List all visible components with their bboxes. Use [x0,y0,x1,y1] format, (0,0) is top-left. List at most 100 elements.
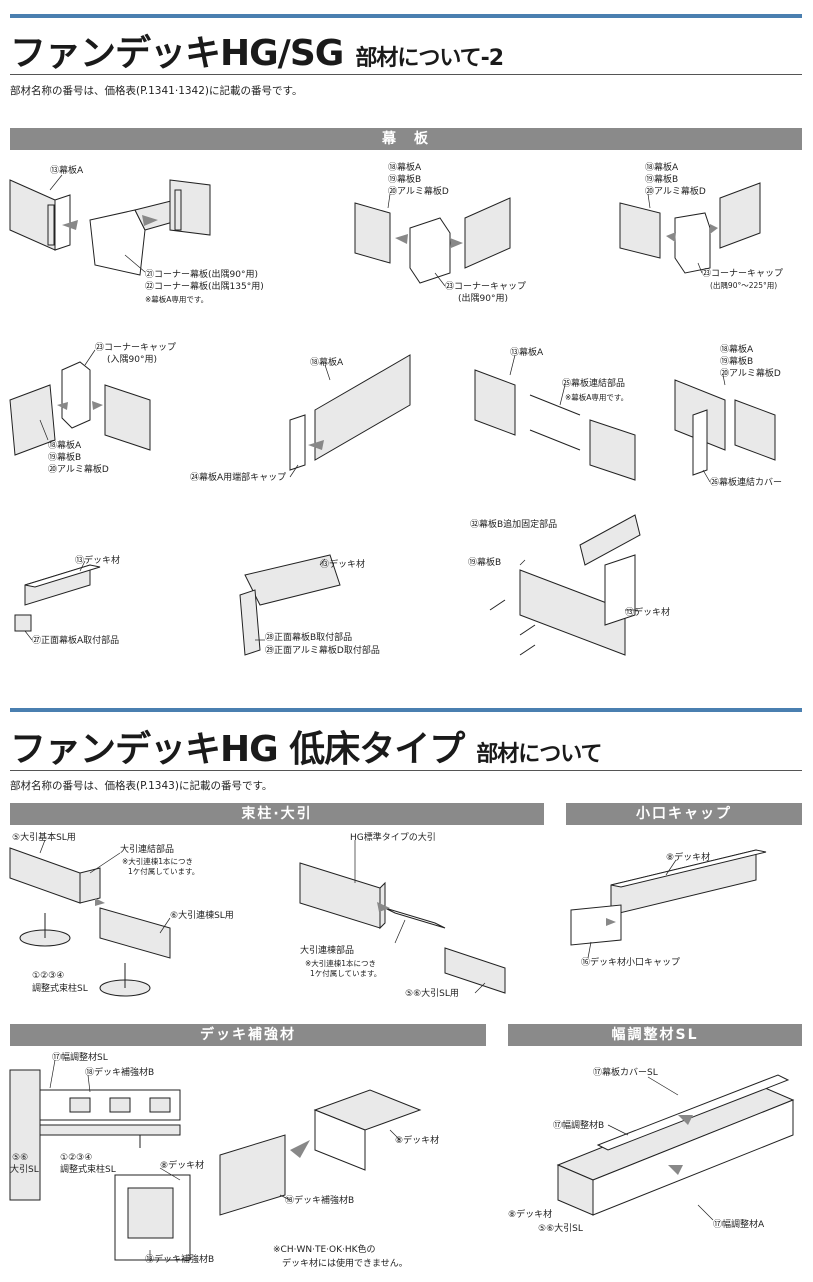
d2-label-c: ⑳アルミ幕板D [388,185,449,197]
d4-label-a: ㉓コーナーキャップ [95,342,176,353]
diagram-deck-reinforcement-insert: ⑧デッキ材 ⑱デッキ補強材B ※CH·WN·TE·OK·HK色の デッキ材には使… [219,1089,439,1269]
section2-bar-width-adjuster: 幅調整材SL [508,1024,802,1046]
e5-label-d: デッキ材には使用できません。 [282,1257,408,1269]
e1-label-a: ⑤大引基本SL用 [12,831,76,843]
section2-note: 部材名称の番号は、価格表(P.1343)に記載の番号です。 [10,780,273,792]
e4-label-d: 大引SL [10,1163,39,1175]
e4-label-e: ①②③④ [60,1153,92,1163]
e4-label-b: ⑱デッキ補強材B [85,1066,154,1078]
e3-label-b: ⑯デッキ材小口キャップ [581,956,680,968]
d1-label-a: ⑬幕板A [50,164,84,176]
d3-label-d: ㉓コーナーキャップ [702,268,783,279]
d3-label-e: (出隅90°～225°用) [710,280,777,290]
d10-label-a: ㉜幕板B追加固定部品 [470,518,557,530]
e5-label-b: ⑱デッキ補強材B [285,1194,354,1206]
diagram-corner-panel: ⑬幕板A ㉑コーナー幕板(出隅90°用) ㉒コーナー幕板(出隅135°用) ※幕… [9,164,264,304]
d4-label-d: ⑲幕板B [48,451,81,463]
section1-title-main: ファンデッキHG/SG [10,33,344,74]
e4-label-h: ⑱デッキ補強材B [145,1253,214,1265]
d7-label-c: ⑳アルミ幕板D [720,367,781,379]
section1-note: 部材名称の番号は、価格表(P.1341·1342)に記載の番号です。 [10,85,303,97]
d5-label-b: ㉔幕板A用端部キャップ [190,471,286,483]
diagram-panel-b-extra-fixing: ㉜幕板B追加固定部品 ⑲幕板B ⑬デッキ材 [468,514,670,656]
d2-label-a: ⑱幕板A [388,161,422,173]
e6-label-e: ⑰幅調整材A [713,1218,765,1230]
section1-title: ファンデッキHG/SG 部材について-2 [10,24,504,76]
section1-divider [10,74,802,75]
d8-label-b: ㉗正面幕板A取付部品 [32,634,119,646]
section1-bar-makuita: 幕 板 [10,128,802,150]
d5-label-a: ⑱幕板A [310,356,344,368]
e6-label-c: ⑧デッキ材 [508,1208,552,1220]
e4-label-f: 調整式束柱SL [60,1163,116,1175]
e6-label-b: ⑰幅調整材B [553,1119,604,1131]
d7-label-a: ⑱幕板A [720,343,754,355]
d8-label-a: ⑬デッキ材 [75,554,120,566]
d9-label-a: ⑬デッキ材 [320,558,365,570]
diagram-corner-cap-90: ⑱幕板A ⑲幕板B ⑳アルミ幕板D ㉓コーナーキャップ (出隅90°用) [354,161,526,304]
e4-label-a: ⑰幅調整材SL [52,1051,108,1063]
diagram-front-panel-b-mount: ⑬デッキ材 ㉘正面幕板B取付部品 ㉙正面アルミ幕板D取付部品 [239,554,380,656]
e1-label-f: ①②③④ [32,971,64,981]
e2-label-c: ※大引連棟1本につき [305,958,376,968]
e1-label-b: 大引連結部品 [120,843,174,855]
d1-label-b: ㉑コーナー幕板(出隅90°用) [145,268,258,280]
d1-note: ※幕板A専用です。 [145,294,208,304]
section2-top-rule [10,708,802,712]
section2-bar-tsukabashira: 束柱·大引 [10,803,544,825]
e2-label-b: 大引連棟部品 [300,944,354,956]
d6-label-b: ㉕幕板連結部品 [562,377,625,389]
diagram-width-adjuster: ⑰幕板カバーSL ⑰幅調整材B ⑧デッキ材 ⑤⑥大引SL ⑰幅調整材A [508,1066,795,1234]
e3-label-a: ⑧デッキ材 [666,851,710,863]
d9-label-c: ㉙正面アルミ幕板D取付部品 [265,644,380,656]
e2-label-a: HG標準タイプの大引 [350,831,436,843]
section2-title-main: ファンデッキHG 低床タイプ [10,729,465,770]
section2-bar-deck-reinforcement: デッキ補強材 [10,1024,486,1046]
d7-label-d: ㉖幕板連結カバー [710,476,782,488]
d3-label-b: ⑲幕板B [645,173,678,185]
e1-label-c: ※大引連棟1本につき [122,856,193,866]
e5-label-c: ※CH·WN·TE·OK·HK色の [273,1243,376,1255]
d10-label-b: ⑲幕板B [468,556,501,568]
e1-label-e: ⑥大引連棟SL用 [170,909,234,921]
d1-label-c: ㉒コーナー幕板(出隅135°用) [145,280,264,292]
e2-label-d: 1ケ付属しています。 [310,968,381,978]
diagram-end-cap: ⑱幕板A ㉔幕板A用端部キャップ [190,354,411,483]
d10-label-c: ⑬デッキ材 [625,606,670,618]
diagram-deck-reinforcement-section: ⑰幅調整材SL ⑱デッキ補強材B ⑤⑥ 大引SL ①②③④ 調整式束柱SL ⑧デ… [9,1051,214,1265]
diagram-panel-connector: ⑬幕板A ㉕幕板連結部品 ※幕板A専用です。 [474,346,636,481]
e1-label-g: 調整式束柱SL [32,982,88,994]
section1-top-rule [10,14,802,18]
diagram-inside-corner-cap: ㉓コーナーキャップ (入隅90°用) ⑱幕板A ⑲幕板B ⑳アルミ幕板D [9,342,176,475]
d7-label-b: ⑲幕板B [720,355,753,367]
e2-label-e: ⑤⑥大引SL用 [405,987,459,999]
e1-label-d: 1ケ付属しています。 [128,866,199,876]
d2-label-d: ㉓コーナーキャップ [445,281,526,292]
d9-label-b: ㉘正面幕板B取付部品 [265,631,352,643]
section1-title-sub: 部材について-2 [355,46,504,71]
d4-label-e: ⑳アルミ幕板D [48,463,109,475]
d4-label-c: ⑱幕板A [48,439,82,451]
diagram-panel-connector-cover: ⑱幕板A ⑲幕板B ⑳アルミ幕板D ㉖幕板連結カバー [674,343,782,488]
diagram-ohiki-connector: HG標準タイプの大引 大引連棟部品 ※大引連棟1本につき 1ケ付属しています。 … [299,831,506,999]
section2-title: ファンデッキHG 低床タイプ部材について [10,720,603,772]
diagram-koguchi-cap: ⑧デッキ材 ⑯デッキ材小口キャップ [570,849,767,968]
diagram-front-panel-a-mount: ⑬デッキ材 ㉗正面幕板A取付部品 [14,554,120,646]
diagram-ohiki-base: ⑤大引基本SL用 大引連結部品 ※大引連棟1本につき 1ケ付属しています。 ⑥大… [9,831,234,997]
e4-label-c: ⑤⑥ [12,1153,28,1163]
d2-label-b: ⑲幕板B [388,173,421,185]
section2-title-sub: 部材について [476,742,602,767]
d3-label-a: ⑱幕板A [645,161,679,173]
e4-label-g: ⑧デッキ材 [160,1159,204,1171]
d6-label-c: ※幕板A専用です。 [565,392,628,402]
e6-label-a: ⑰幕板カバーSL [593,1066,658,1078]
diagram-corner-cap-90-225: ⑱幕板A ⑲幕板B ⑳アルミ幕板D ㉓コーナーキャップ (出隅90°～225°用… [619,161,783,290]
e5-label-a: ⑧デッキ材 [395,1134,439,1146]
section2-divider [10,770,802,771]
d4-label-b: (入隅90°用) [107,354,157,365]
section2-bar-koguchi-cap: 小口キャップ [566,803,802,825]
e6-label-d: ⑤⑥大引SL [538,1222,583,1234]
d3-label-c: ⑳アルミ幕板D [645,185,706,197]
d6-label-a: ⑬幕板A [510,346,544,358]
d2-label-e: (出隅90°用) [458,292,508,304]
